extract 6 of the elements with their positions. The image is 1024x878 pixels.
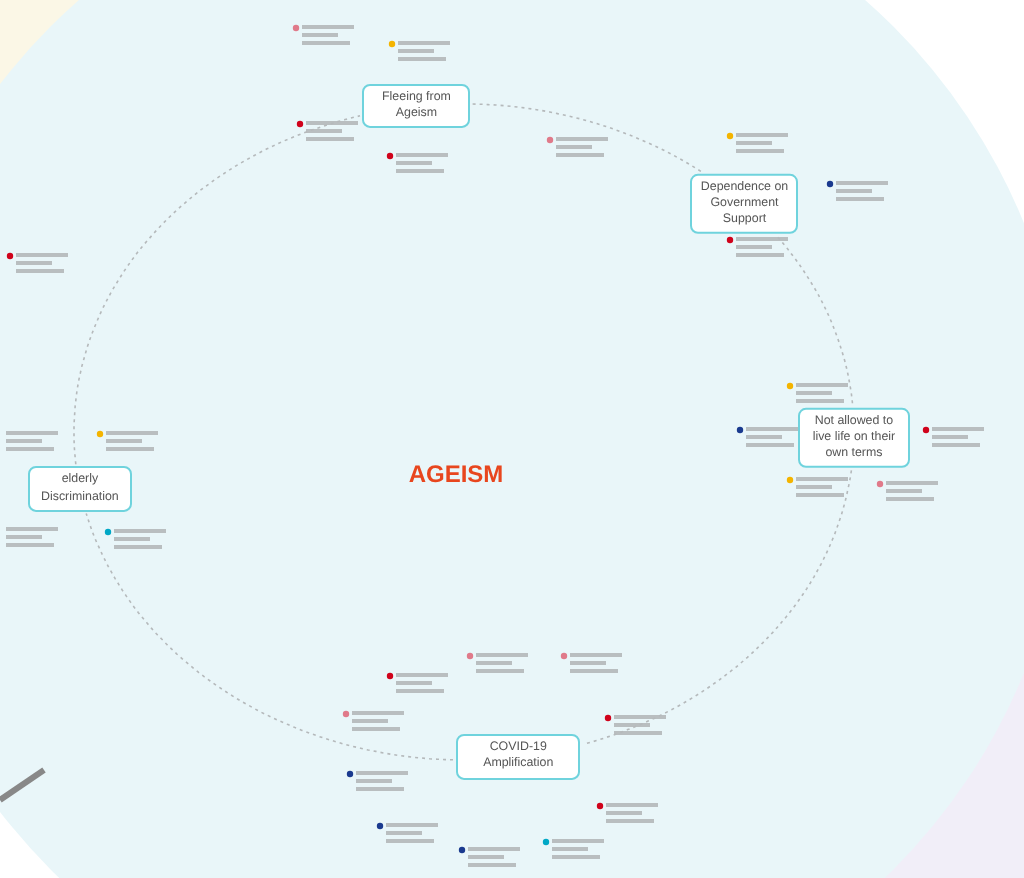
central-topic: AGEISM [408, 460, 504, 488]
dotted-connector [777, 236, 854, 406]
dotted-connector [471, 103, 703, 173]
dotted-connector [85, 512, 454, 761]
dotted-connector [582, 469, 853, 745]
dotted-connector [73, 115, 361, 465]
